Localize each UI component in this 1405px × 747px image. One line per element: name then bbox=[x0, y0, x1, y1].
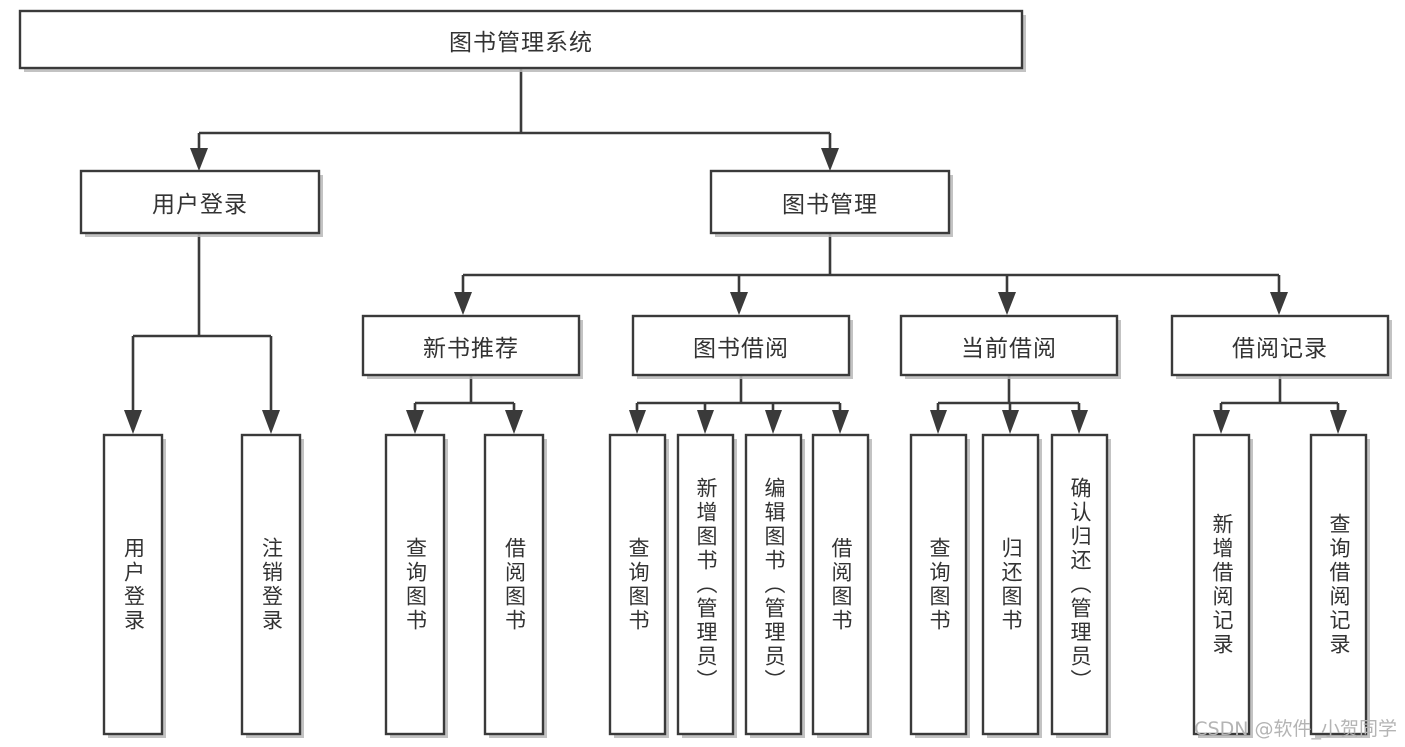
arrow-to-book-mgmt bbox=[821, 148, 839, 171]
node-box-leaf-user-login[interactable] bbox=[102, 433, 164, 736]
arrow-to-leaf-query-record bbox=[1330, 410, 1347, 434]
arrow-to-leaf-add-record bbox=[1213, 410, 1230, 434]
edge-layer bbox=[124, 68, 1347, 434]
node-box-user-login[interactable] bbox=[79, 169, 321, 235]
arrow-to-leaf-user-login bbox=[124, 410, 142, 434]
node-box-leaf-logout[interactable] bbox=[240, 433, 302, 736]
node-box-leaf-confirm-return[interactable] bbox=[1050, 433, 1109, 736]
arrow-to-leaf-logout bbox=[262, 410, 280, 434]
node-box-leaf-query-book-2[interactable] bbox=[608, 433, 667, 736]
node-box-leaf-query-record[interactable] bbox=[1309, 433, 1368, 736]
arrow-to-current-borrow bbox=[998, 292, 1016, 315]
node-box-leaf-query-book-1[interactable] bbox=[384, 433, 446, 736]
node-box-leaf-borrow-book-1[interactable] bbox=[483, 433, 545, 736]
arrow-to-book-borrow bbox=[730, 292, 748, 315]
node-box-leaf-return-book[interactable] bbox=[981, 433, 1040, 736]
node-layer bbox=[18, 9, 1392, 738]
arrow-to-leaf-borrow-book-1 bbox=[505, 410, 523, 434]
arrow-to-user-login bbox=[190, 148, 208, 171]
node-box-current-borrow[interactable] bbox=[899, 314, 1119, 377]
arrow-to-leaf-query-book-1 bbox=[406, 410, 424, 434]
arrow-to-leaf-query-book-3 bbox=[930, 410, 947, 434]
node-box-borrow-record[interactable] bbox=[1170, 314, 1390, 377]
arrow-to-leaf-add-book bbox=[697, 410, 714, 434]
arrow-to-leaf-query-book-2 bbox=[629, 410, 646, 434]
node-box-new-book-recommend[interactable] bbox=[361, 314, 581, 377]
arrow-to-borrow-record bbox=[1270, 292, 1288, 315]
arrow-to-new-book-recommend bbox=[454, 292, 472, 315]
arrow-to-leaf-confirm-return bbox=[1071, 410, 1088, 434]
node-box-root[interactable] bbox=[18, 9, 1024, 70]
node-box-leaf-add-book[interactable] bbox=[676, 433, 735, 736]
node-box-book-management[interactable] bbox=[709, 169, 951, 235]
node-box-leaf-borrow-book-2[interactable] bbox=[811, 433, 870, 736]
node-box-leaf-query-book-3[interactable] bbox=[909, 433, 968, 736]
arrow-to-leaf-edit-book bbox=[765, 410, 782, 434]
node-box-leaf-add-record[interactable] bbox=[1192, 433, 1251, 736]
node-box-book-borrow[interactable] bbox=[631, 314, 851, 377]
arrow-to-leaf-return-book bbox=[1002, 410, 1019, 434]
node-box-leaf-edit-book[interactable] bbox=[744, 433, 803, 736]
arrow-to-leaf-borrow-book-2 bbox=[832, 410, 849, 434]
